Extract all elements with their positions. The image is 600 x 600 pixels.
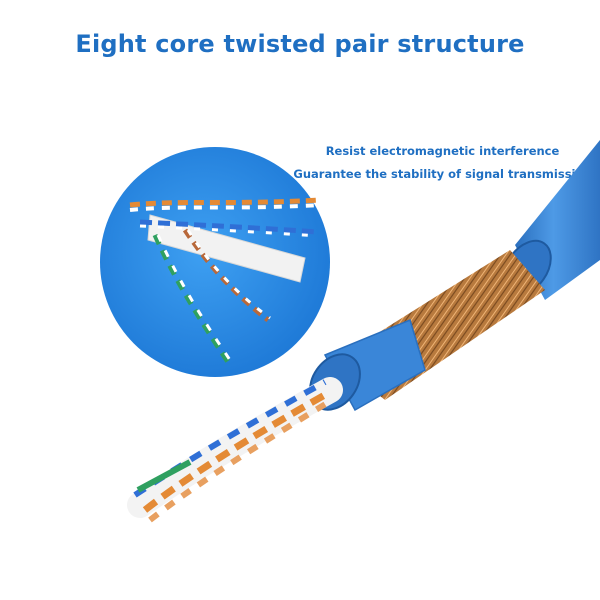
pair-brown-detail xyxy=(182,228,270,322)
pair-green-detail xyxy=(152,233,233,367)
pair-white-blue-detail xyxy=(139,224,319,238)
detail-circle xyxy=(100,147,330,377)
pair-blue-detail xyxy=(139,219,319,235)
core-green-pair xyxy=(136,459,192,493)
pair-white-top xyxy=(129,203,321,212)
feature-caption: Resist electromagnetic interference Guar… xyxy=(293,144,592,181)
core-orange-pair-2 xyxy=(148,397,334,523)
pair-white-brown-detail xyxy=(186,229,271,320)
pair-white-green-detail xyxy=(156,234,234,364)
core-orange-pair xyxy=(142,388,332,513)
page-title: Eight core twisted pair structure xyxy=(75,30,525,58)
detail-magnifier xyxy=(100,147,330,377)
cable-main xyxy=(127,140,600,523)
pair-orange-top xyxy=(129,197,321,208)
